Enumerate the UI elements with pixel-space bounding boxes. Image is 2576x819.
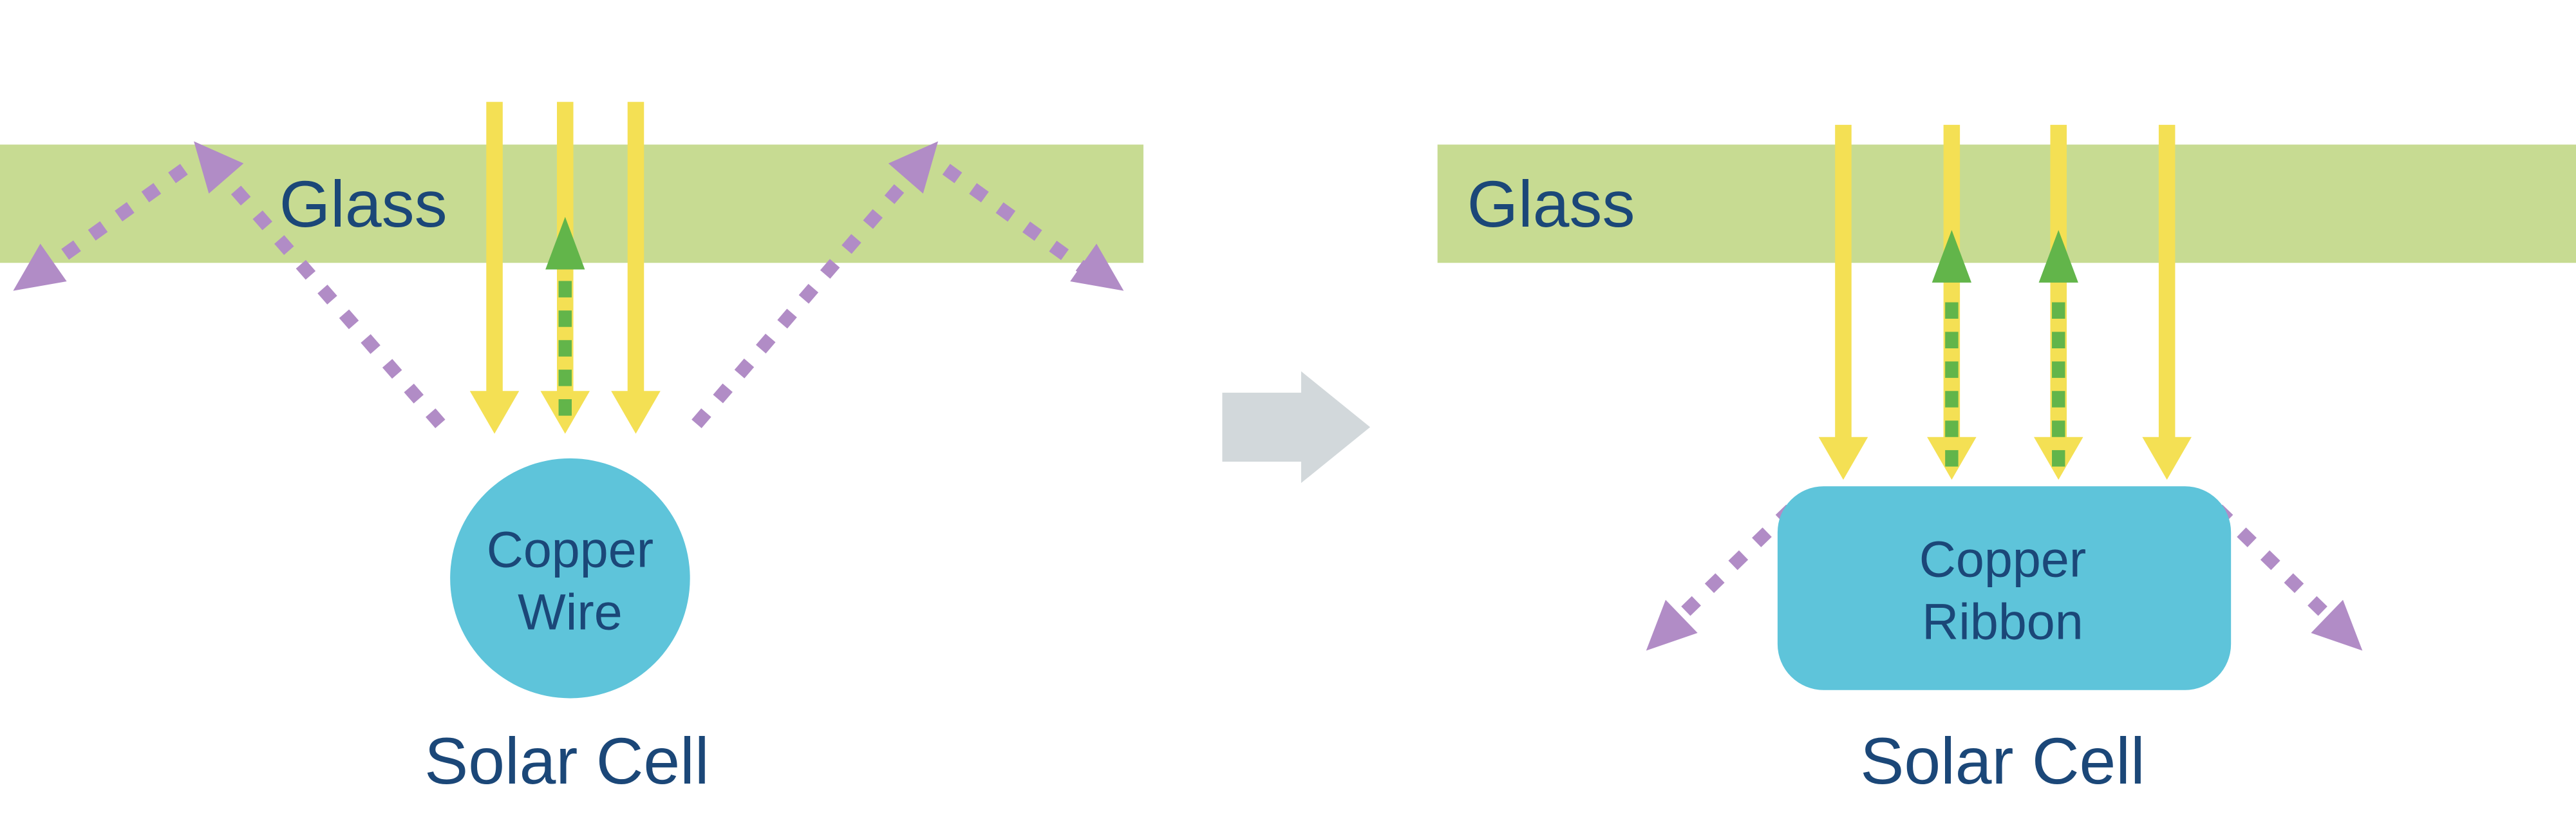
scattered-ray-left-bounce-arrowhead [194,141,244,194]
right-diagram: Glass [1437,124,2576,798]
scattered-ray-right [2213,504,2363,651]
scattered-ray-left [13,141,446,429]
scattered-ray-left-exit-arrowhead [13,243,67,291]
scattered-ray-left-arrowhead [1646,599,1698,651]
scattered-ray-right-incident [691,160,925,428]
scattered-ray-left-shaft [1674,504,1796,623]
glass-label: Glass [279,167,447,241]
scattered-ray-left-incident [209,160,446,429]
left-diagram: Glass [0,102,1143,798]
copper-ribbon-label-line2: Ribbon [1922,593,2083,650]
scattered-ray-right-shaft [2213,504,2335,623]
glass-layer [1437,144,2576,263]
reflected-ray [545,216,585,416]
sunlight-ray-4-arrowhead [2142,437,2192,480]
copper-ribbon-shape [1777,486,2232,690]
solar-cell-caption: Solar Cell [424,724,709,798]
sunlight-ray-3 [611,102,661,434]
reflected-ray-1-arrowhead [1932,230,1971,283]
scattered-ray-right-exit-arrowhead [1070,243,1124,291]
copper-wire-label-line1: Copper [487,520,653,578]
scattered-ray-right-arrowhead [2311,599,2363,651]
reflected-ray-arrowhead [545,216,585,270]
reflected-ray-1 [1932,230,1971,467]
sunlight-ray-1 [469,102,520,434]
sunlight-ray-4 [2142,124,2192,480]
reflected-ray-2 [2038,230,2078,467]
copper-ribbon-label-line1: Copper [1919,531,2086,588]
sunlight-ray-1 [1818,124,1868,480]
scattered-ray-right-bounce-arrowhead [888,141,938,194]
sunlight-ray-1-arrowhead [1818,437,1868,480]
glass-label: Glass [1467,167,1635,241]
sunlight-ray-1-arrowhead [469,391,520,434]
scattered-ray-left [1646,504,1796,651]
scattered-ray-right [691,141,1124,428]
reflected-ray-2-arrowhead [2038,230,2078,283]
scattered-ray-right-exit [942,164,1092,277]
copper-wire-shape [450,458,690,699]
solar-cell-caption: Solar Cell [1860,724,2145,798]
transform-arrow-icon [1222,371,1371,484]
sunlight-ray-3-arrowhead [611,391,661,434]
copper-wire-label-line2: Wire [518,583,623,640]
